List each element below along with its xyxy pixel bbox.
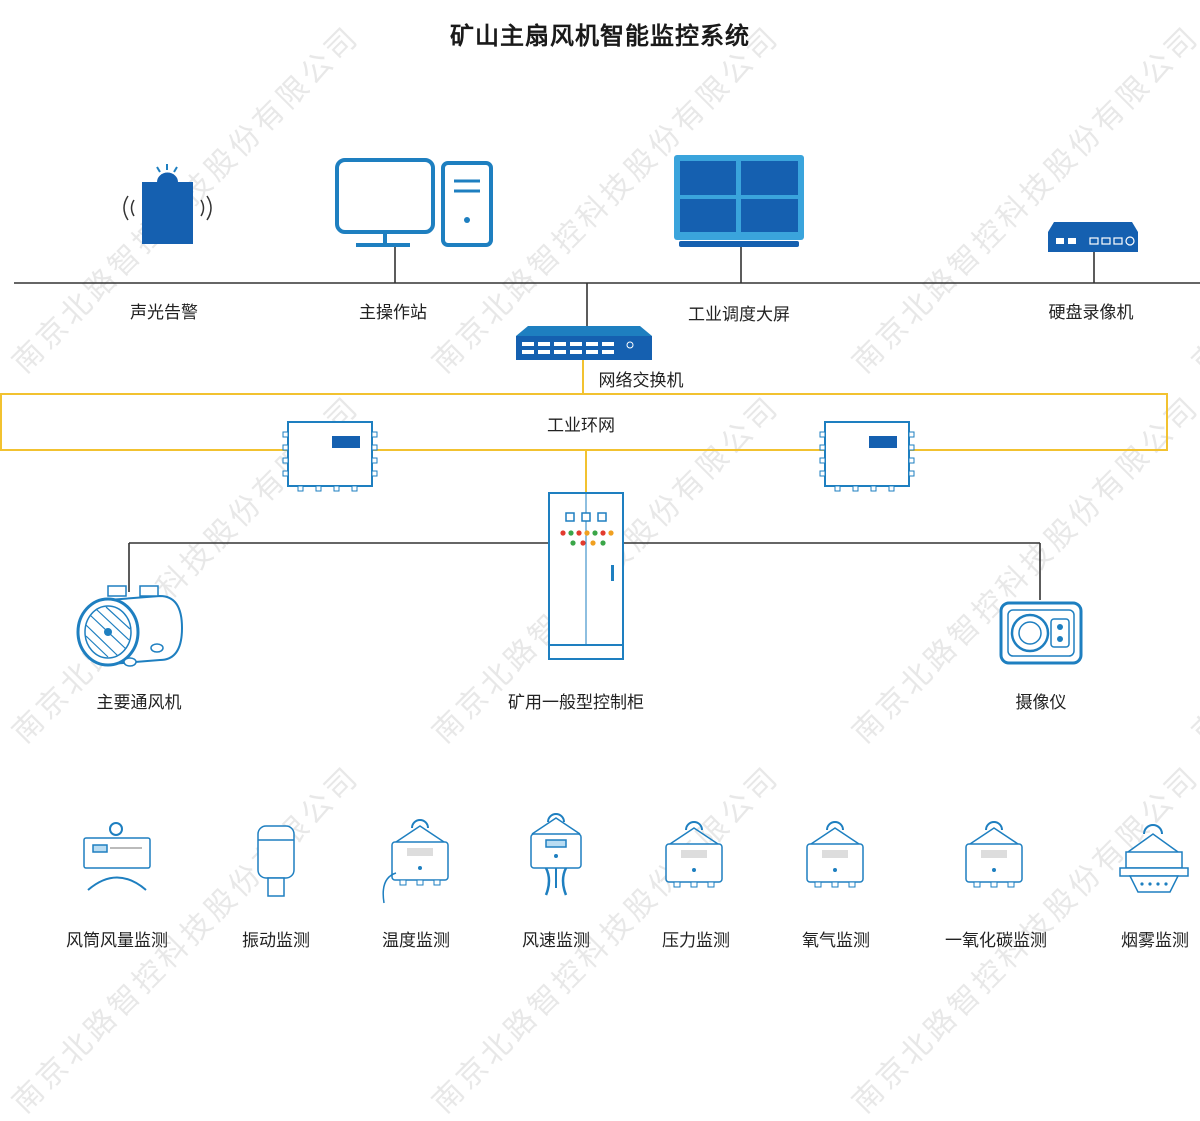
sensor-windspeed-icon xyxy=(530,813,582,896)
sensor-vibration-icon xyxy=(257,825,295,897)
nvr-icon xyxy=(1048,222,1138,252)
sensor-temperature-icon xyxy=(382,819,449,904)
control-cabinet-icon xyxy=(548,492,624,660)
sensor-pressure-icon xyxy=(665,821,723,888)
diagram-canvas: 南京北路智控科技股份有限公司南京北路智控科技股份有限公司南京北路智控科技股份有限… xyxy=(0,19,1200,1120)
big-screen-label: 工业调度大屏 xyxy=(688,305,790,325)
ring-network-label: 工业环网 xyxy=(547,416,615,436)
network-switch-icon xyxy=(516,326,652,360)
nvr-label: 硬盘录像机 xyxy=(1048,303,1134,323)
fan-label: 主要通风机 xyxy=(96,693,182,713)
alarm-icon xyxy=(123,164,212,244)
diagram-title: 矿山主扇风机智能监控系统 xyxy=(450,22,750,50)
sensor-co-icon xyxy=(965,821,1023,888)
camera-icon xyxy=(999,601,1083,665)
sensor-label: 氧气监测 xyxy=(802,931,870,951)
switch-label: 网络交换机 xyxy=(598,371,684,391)
sensor-label: 压力监测 xyxy=(662,931,730,951)
cabinet-label: 矿用一般型控制柜 xyxy=(508,693,644,713)
big-screen-icon xyxy=(674,155,804,247)
alarm-label: 声光告警 xyxy=(130,303,198,323)
diagram-svg xyxy=(0,155,1200,904)
junction-box-left-icon xyxy=(282,421,378,492)
sensor-oxygen-icon xyxy=(806,821,864,888)
junction-box-right-icon xyxy=(819,421,915,492)
sensor-label: 温度监测 xyxy=(382,931,450,951)
sensor-label: 一氧化碳监测 xyxy=(945,931,1047,951)
sensor-label: 振动监测 xyxy=(242,931,310,951)
workstation-icon xyxy=(335,158,493,247)
main-fan-icon xyxy=(76,585,184,667)
sensor-label: 风速监测 xyxy=(522,931,590,951)
sensor-smoke-icon xyxy=(1119,824,1189,893)
sensor-label: 烟雾监测 xyxy=(1121,931,1189,951)
workstation-label: 主操作站 xyxy=(359,303,427,323)
sensor-airflow-icon xyxy=(83,822,151,891)
camera-label: 摄像仪 xyxy=(1015,693,1067,713)
sensor-label: 风筒风量监测 xyxy=(66,931,168,951)
